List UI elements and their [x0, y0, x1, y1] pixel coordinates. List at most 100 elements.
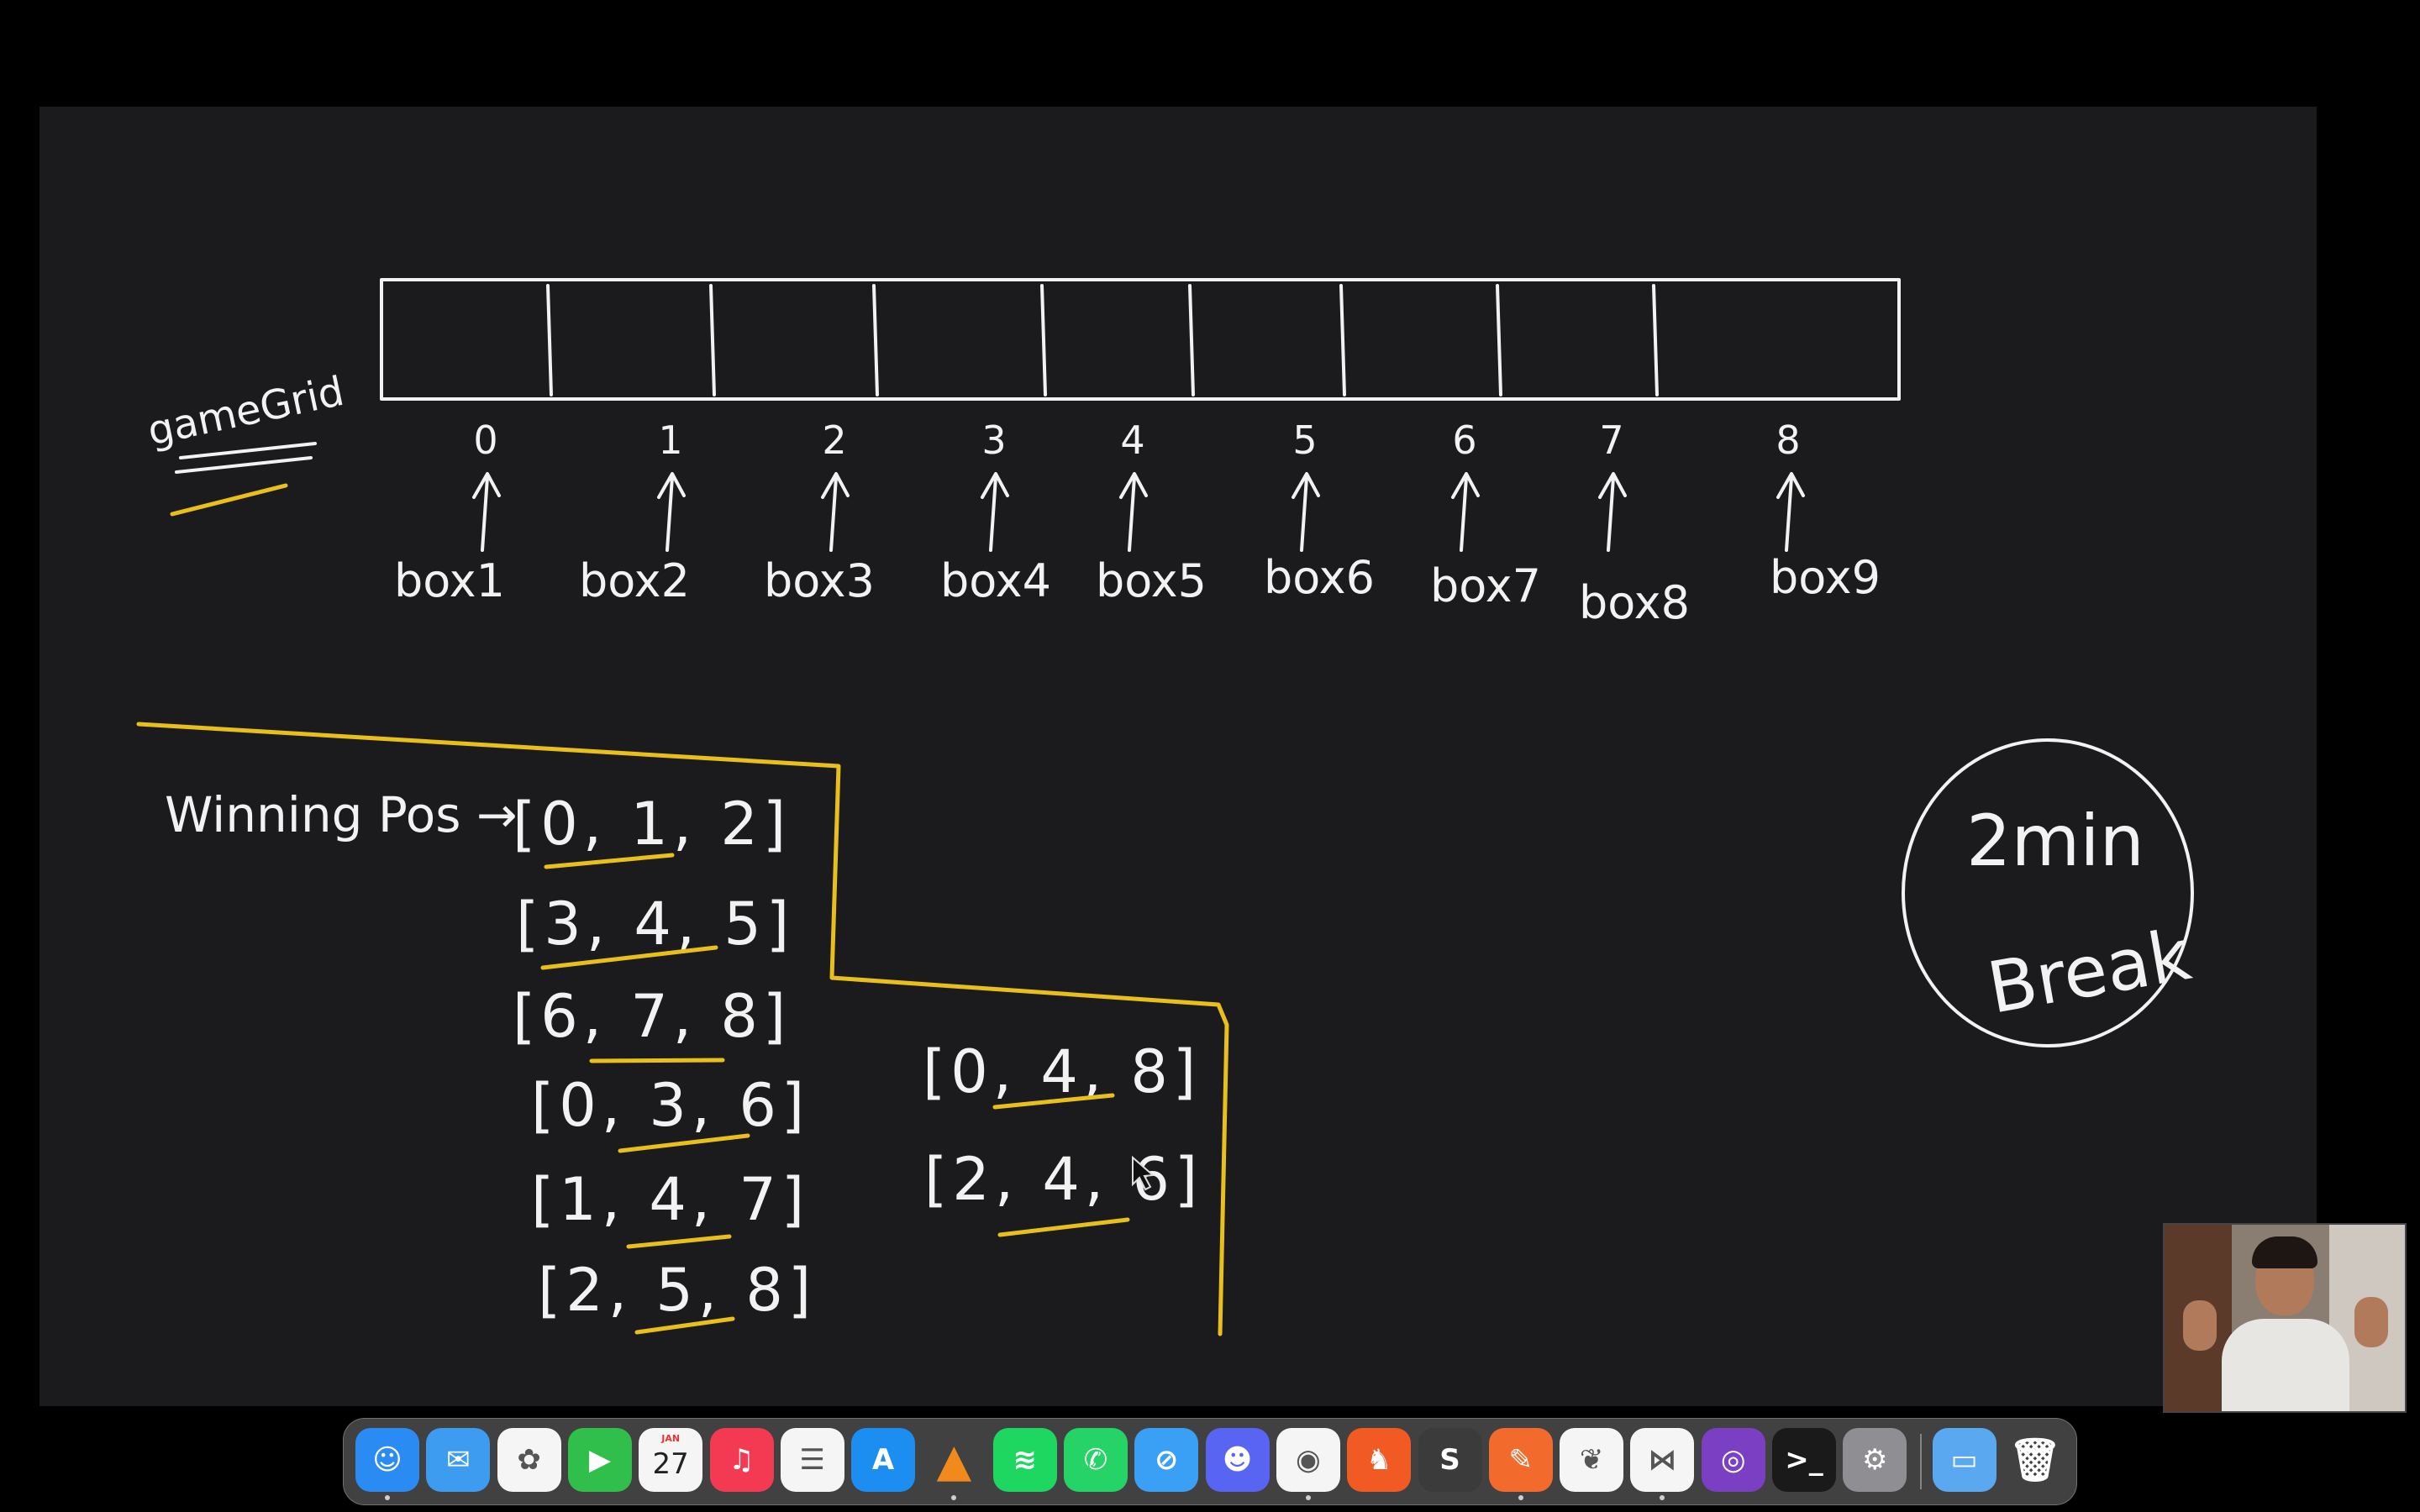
pointer-arrow: [821, 472, 850, 552]
box-label: box5: [1096, 554, 1207, 607]
facetime-icon[interactable]: ▶: [567, 1428, 632, 1492]
section-divider-line: [136, 722, 1229, 1336]
pointer-arrow: [1598, 472, 1627, 552]
array-dividers: [546, 284, 1659, 396]
music-icon[interactable]: ♫: [709, 1428, 774, 1492]
grid-index: 8: [1776, 417, 1800, 463]
array-divider: [1040, 284, 1047, 396]
mouse-cursor-icon: [1132, 1155, 1155, 1191]
github-icon[interactable]: ◎: [1701, 1428, 1765, 1492]
whatsapp-icon[interactable]: ✆: [1064, 1428, 1128, 1492]
app-store-glyph: A: [871, 1443, 895, 1477]
box-label: box3: [764, 554, 875, 607]
finder-icon[interactable]: ☺: [355, 1428, 419, 1500]
winning-positions-list: [0, 1, 2][3, 4, 5][6, 7, 8][0, 3, 6][1, …: [513, 790, 1197, 1325]
downloads-folder-glyph: ▭: [1950, 1443, 1978, 1477]
photos-glyph: ✿: [517, 1443, 541, 1477]
app-store-icon[interactable]: A: [851, 1428, 916, 1492]
running-indicator: [1305, 1495, 1311, 1500]
terminal-icon[interactable]: >_: [1772, 1428, 1836, 1492]
running-indicator: [951, 1495, 957, 1500]
winning-position-highlight: [626, 1234, 732, 1249]
pen-icon[interactable]: ✎: [1488, 1428, 1553, 1500]
webcam-overlay: [2163, 1223, 2407, 1413]
whatsapp-glyph: ✆: [1083, 1443, 1108, 1477]
box-label: box6: [1264, 551, 1375, 604]
facetime-glyph: ▶: [588, 1443, 611, 1477]
array-divider: [1188, 284, 1195, 396]
spotify-glyph: ≋: [1013, 1443, 1037, 1477]
box-label: box2: [579, 554, 690, 607]
winning-pos-label: Winning Pos →: [165, 786, 517, 843]
sublime-text-glyph: S: [1439, 1443, 1460, 1477]
winning-highlights: [540, 853, 1130, 1335]
grid-index: 1: [658, 417, 682, 463]
winning-position: [2, 5, 8]: [538, 1256, 816, 1325]
pointer-arrow: [1119, 472, 1148, 552]
pointer-arrow: [1451, 472, 1480, 552]
winning-position-highlight: [540, 945, 718, 970]
grid-index: 5: [1292, 417, 1317, 463]
array-divider: [872, 284, 879, 396]
vlc-glyph: ▲: [936, 1433, 972, 1487]
sublime-text-icon[interactable]: S: [1418, 1428, 1482, 1492]
running-indicator: [1660, 1495, 1665, 1500]
discord-icon[interactable]: ☻: [1205, 1428, 1270, 1492]
break-note-line2: Break: [1981, 913, 2196, 1030]
gamegrid-label: gameGrid: [144, 368, 348, 455]
winning-position: [6, 7, 8]: [513, 982, 791, 1051]
mail-icon[interactable]: ✉: [426, 1428, 491, 1492]
break-note-circle: [1902, 738, 2194, 1047]
music-glyph: ♫: [729, 1443, 755, 1477]
reminders-icon[interactable]: ☰: [780, 1428, 844, 1492]
running-indicator: [1518, 1495, 1523, 1500]
settings-icon[interactable]: ⚙: [1843, 1428, 1907, 1492]
mongodb-icon[interactable]: ❦: [1560, 1428, 1624, 1492]
box-label: box1: [394, 554, 505, 607]
winning-position: [3, 4, 5]: [516, 890, 794, 958]
array-divider: [1496, 284, 1502, 396]
brave-icon[interactable]: ♞: [1347, 1428, 1412, 1492]
safari-icon[interactable]: ⊘: [1134, 1428, 1199, 1492]
github-glyph: ◎: [1720, 1443, 1746, 1477]
spotify-icon[interactable]: ≋: [992, 1428, 1057, 1492]
chrome-glyph: ◉: [1296, 1443, 1321, 1477]
chrome-icon[interactable]: ◉: [1276, 1428, 1340, 1500]
photos-icon[interactable]: ✿: [497, 1428, 561, 1492]
winning-position-highlight: [997, 1217, 1130, 1237]
calendar-day: 27: [652, 1447, 689, 1481]
winning-position-highlight: [992, 1093, 1115, 1110]
mongodb-glyph: ❦: [1579, 1443, 1604, 1477]
winning-position: [0, 3, 6]: [531, 1071, 809, 1140]
vscode-icon[interactable]: ⋈: [1630, 1428, 1695, 1500]
vlc-icon[interactable]: ▲: [922, 1428, 986, 1500]
trash-icon[interactable]: 🗑: [2003, 1428, 2067, 1492]
downloads-folder-icon[interactable]: ▭: [1932, 1428, 1996, 1492]
mail-glyph: ✉: [446, 1443, 471, 1477]
trash-glyph: 🗑: [2008, 1435, 2062, 1484]
pen-glyph: ✎: [1508, 1443, 1534, 1477]
array-divider: [709, 284, 716, 396]
whiteboard-canvas[interactable]: [39, 107, 2317, 1406]
box-label: box9: [1770, 551, 1881, 604]
array-divider: [1652, 284, 1659, 396]
box-label: box7: [1430, 559, 1541, 612]
settings-glyph: ⚙: [1862, 1443, 1888, 1477]
winning-position-highlight: [544, 853, 675, 869]
grid-index: 6: [1452, 417, 1476, 463]
calendar-month: JAN: [661, 1433, 681, 1444]
array-divider: [1339, 284, 1346, 396]
winning-position-highlight: [634, 1316, 735, 1335]
dock: ☺ ✉ ✿ ▶ JAN 27 ♫ ☰ A ▲ ≋ ✆ ⊘ ☻ ◉ ♞ S ✎ ❦ ⋈ ◎ >_ ⚙ ▭ 🗑: [343, 1418, 2077, 1505]
grid-index: 3: [981, 417, 1006, 463]
finder-glyph: ☺: [372, 1443, 402, 1477]
pointer-arrow: [657, 472, 686, 552]
pointer-arrow: [472, 472, 501, 552]
winning-position: [0, 1, 2]: [513, 790, 791, 858]
winning-position-highlight: [589, 1058, 725, 1063]
calendar-icon[interactable]: JAN 27: [639, 1428, 703, 1492]
pointer-arrows: [472, 472, 1805, 552]
safari-glyph: ⊘: [1155, 1443, 1179, 1477]
